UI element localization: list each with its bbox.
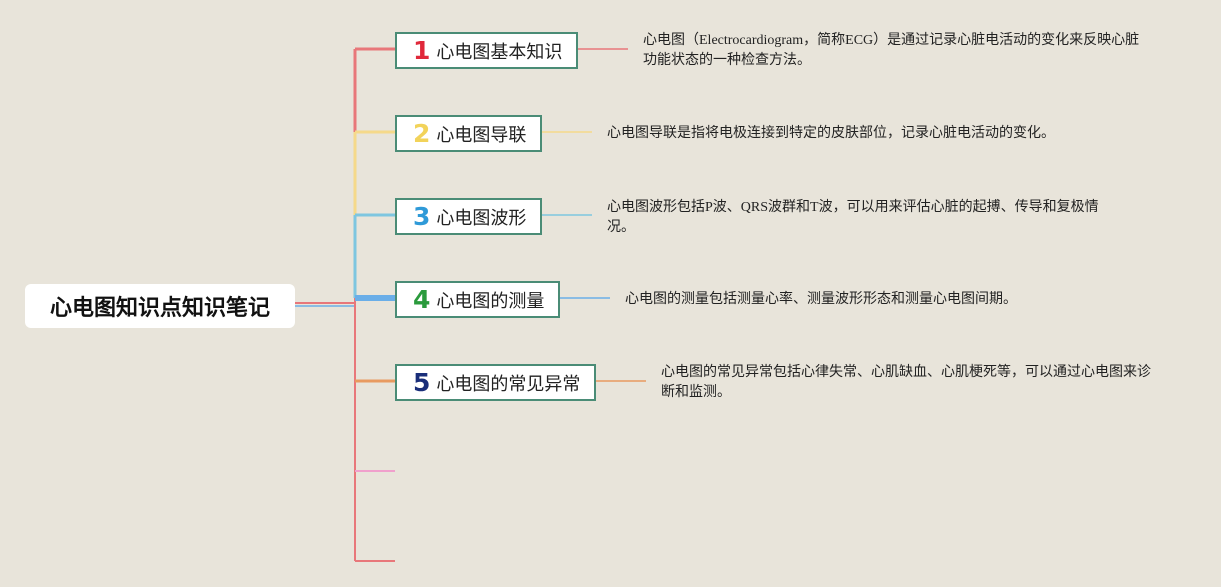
topic-number-1: 1 <box>413 36 431 65</box>
topic-number-4: 4 <box>413 285 431 314</box>
root-node[interactable]: 心电图知识点知识笔记 <box>25 284 295 328</box>
topic-node-abnormalities[interactable]: 5 心电图的常见异常 <box>395 364 596 401</box>
topic-label: 心电图的测量 <box>436 290 545 312</box>
topic-description: 心电图的常见异常包括心律失常、心肌缺血、心肌梗死等，可以通过心电图来诊断和监测。 <box>661 365 1151 400</box>
topic-node-measurement[interactable]: 4 心电图的测量 <box>395 281 560 318</box>
topic-node-leads[interactable]: 2 心电图导联 <box>395 115 542 152</box>
root-title: 心电图知识点知识笔记 <box>49 296 270 321</box>
topic-description: 心电图波形包括P波、QRS波群和T波，可以用来评估心脏的起搏、传导和复极情况。 <box>607 200 1099 235</box>
topic-node-waveform[interactable]: 3 心电图波形 <box>395 198 542 235</box>
topic-description: 心电图导联是指将电极连接到特定的皮肤部位，记录心脏电活动的变化。 <box>607 126 1055 141</box>
topic-number-3: 3 <box>413 202 431 231</box>
topic-label: 心电图波形 <box>436 207 527 229</box>
topic-label: 心电图基本知识 <box>436 41 563 63</box>
topic-node-basic-knowledge[interactable]: 1 心电图基本知识 <box>395 32 578 69</box>
topic-number-5: 5 <box>413 368 431 397</box>
topic-description: 心电图（Electrocardiogram，简称ECG）是通过记录心脏电活动的变… <box>643 33 1140 68</box>
topic-description: 心电图的测量包括测量心率、测量波形形态和测量心电图间期。 <box>625 292 1017 307</box>
topic-label: 心电图的常见异常 <box>436 373 581 395</box>
topic-label: 心电图导联 <box>436 124 527 146</box>
topic-number-2: 2 <box>413 119 431 148</box>
